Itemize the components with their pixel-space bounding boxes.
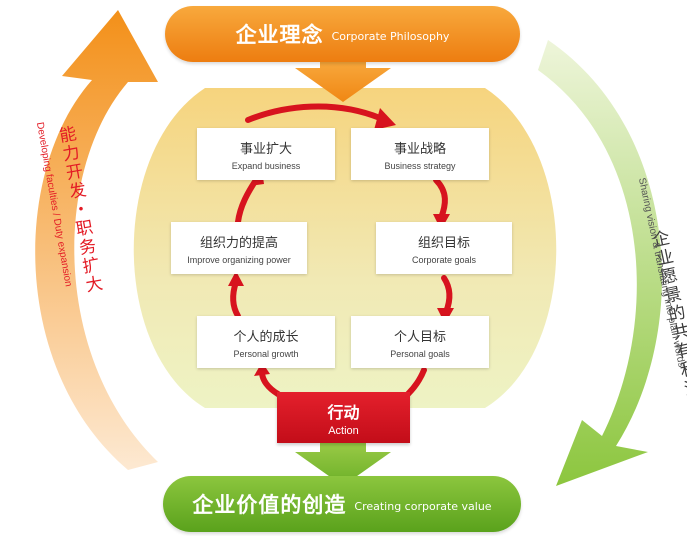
creating-value-zh: 企业价值的创造	[192, 493, 347, 517]
personal-growth-box: 个人的成长 Personal growth	[197, 316, 335, 368]
improve-organizing-box: 组织力的提高 Improve organizing power	[171, 222, 307, 274]
arrowhead-left-lower	[228, 271, 244, 286]
action-zh: 行动	[327, 402, 360, 422]
business-strategy-box: 事业战略 Business strategy	[351, 128, 489, 180]
corporate-goals-box: 组织目标 Corporate goals	[376, 222, 512, 274]
down-arrow-top	[295, 60, 391, 102]
business-strategy-zh: 事业战略	[393, 141, 446, 157]
action-en: Action	[328, 424, 359, 437]
expand-business-zh: 事业扩大	[239, 141, 292, 157]
creating-value-banner: 企业价值的创造 Creating corporate value	[163, 476, 521, 532]
personal-goals-en: Personal goals	[390, 348, 450, 359]
personal-growth-zh: 个人的成长	[233, 329, 299, 345]
corporate-goals-zh: 组织目标	[417, 235, 470, 251]
loop-arrow-top	[245, 103, 383, 123]
left-curved-arrow	[35, 10, 158, 470]
personal-goals-zh: 个人目标	[393, 329, 446, 345]
personal-goals-box: 个人目标 Personal goals	[351, 316, 489, 368]
right-curved-arrow	[538, 40, 663, 486]
improve-organizing-en: Improve organizing power	[187, 254, 291, 265]
corporate-philosophy-zh: 企业理念	[235, 23, 324, 47]
arrowhead-top	[374, 108, 396, 130]
improve-organizing-zh: 组织力的提高	[199, 235, 278, 251]
corporate-philosophy-banner: 企业理念 Corporate Philosophy	[165, 6, 520, 62]
business-strategy-en: Business strategy	[384, 160, 456, 171]
down-arrow-bottom	[295, 440, 391, 486]
corporate-goals-en: Corporate goals	[411, 254, 477, 265]
corporate-philosophy-en: Corporate Philosophy	[331, 29, 450, 43]
creating-value-en: Creating corporate value	[354, 499, 492, 513]
expand-business-box: 事业扩大 Expand business	[197, 128, 335, 180]
arrowhead-bottom-left	[254, 362, 270, 376]
personal-growth-en: Personal growth	[233, 348, 299, 359]
action-box: 行动 Action	[277, 392, 410, 443]
expand-business-en: Expand business	[231, 160, 301, 171]
